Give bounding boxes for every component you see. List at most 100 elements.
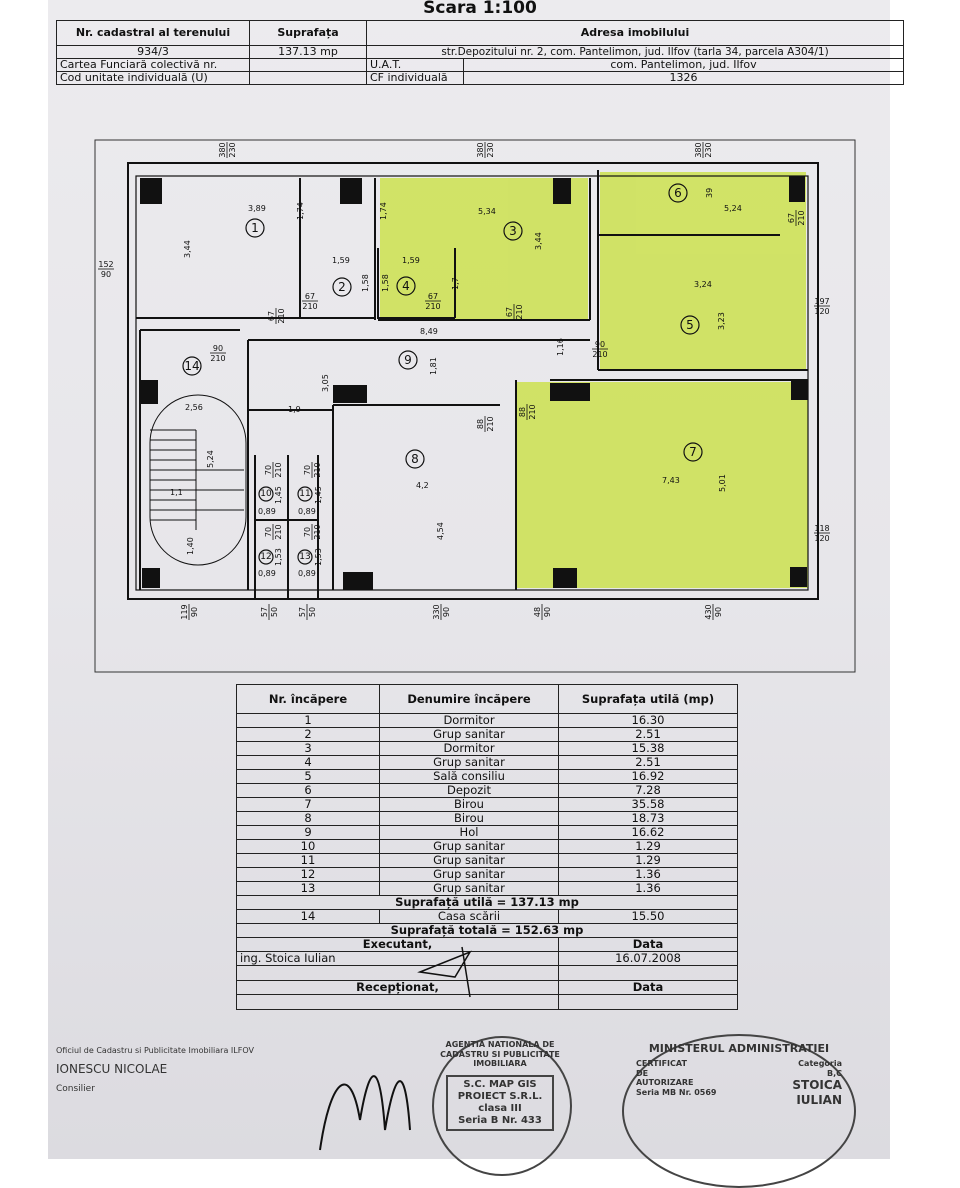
dimension-label: 1,74 bbox=[379, 202, 388, 220]
svg-text:118: 118 bbox=[814, 524, 829, 533]
room-name: Grup sanitar bbox=[379, 839, 559, 854]
svg-text:70: 70 bbox=[303, 527, 312, 537]
svg-text:67: 67 bbox=[505, 307, 514, 317]
svg-text:90: 90 bbox=[101, 270, 111, 279]
svg-text:119: 119 bbox=[180, 604, 189, 619]
svg-text:380: 380 bbox=[476, 142, 485, 157]
room-area: 7.28 bbox=[558, 783, 738, 798]
svg-text:120: 120 bbox=[814, 534, 829, 543]
svg-text:50: 50 bbox=[270, 607, 279, 617]
scale-title: Scara 1:100 bbox=[423, 0, 537, 18]
svg-text:4: 4 bbox=[402, 279, 410, 293]
room-name: Hol bbox=[379, 825, 559, 840]
room-area: 1.29 bbox=[558, 853, 738, 868]
svg-text:57: 57 bbox=[260, 607, 269, 617]
col-room-name: Denumire încăpere bbox=[379, 684, 559, 714]
svg-text:380: 380 bbox=[694, 142, 703, 157]
dimension-label: 8,49 bbox=[420, 327, 438, 336]
dimension-label: 1,9 bbox=[288, 405, 301, 414]
dimension-label: 3,05 bbox=[321, 374, 330, 392]
room-number-8: 8 bbox=[405, 449, 425, 469]
svg-text:11: 11 bbox=[299, 489, 310, 499]
svg-text:13: 13 bbox=[299, 552, 310, 562]
svg-text:210: 210 bbox=[515, 304, 524, 319]
executant-label: Executant, bbox=[236, 937, 559, 952]
svg-text:67: 67 bbox=[267, 311, 276, 321]
room-area: 1.36 bbox=[558, 867, 738, 882]
svg-text:90: 90 bbox=[442, 607, 451, 617]
svg-text:3: 3 bbox=[509, 224, 517, 238]
svg-text:120: 120 bbox=[814, 307, 829, 316]
svg-text:210: 210 bbox=[277, 308, 286, 323]
ministry-stamp: MINISTERUL ADMINISTRATIEI CERTIFICAT DE … bbox=[636, 1042, 842, 1107]
svg-text:210: 210 bbox=[486, 416, 495, 431]
svg-text:5: 5 bbox=[686, 318, 694, 332]
room-number-14: 14 bbox=[182, 356, 202, 376]
room-number-7: 7 bbox=[683, 442, 703, 462]
dimension-label: 1,16 bbox=[556, 338, 565, 356]
svg-text:230: 230 bbox=[704, 142, 713, 157]
svg-text:12: 12 bbox=[260, 552, 271, 562]
svg-text:330: 330 bbox=[432, 604, 441, 619]
room-number-4: 4 bbox=[396, 276, 416, 296]
svg-text:70: 70 bbox=[264, 465, 273, 475]
room-name: Dormitor bbox=[379, 741, 559, 756]
room-number-12: 12 bbox=[258, 549, 274, 565]
dimension-label: 7,43 bbox=[662, 476, 680, 485]
svg-text:90: 90 bbox=[213, 344, 223, 353]
room-area: 2.51 bbox=[558, 727, 738, 742]
dimension-label: 4,2 bbox=[416, 481, 429, 490]
dimension-label: 1,53 bbox=[274, 548, 283, 566]
svg-text:67: 67 bbox=[305, 292, 315, 301]
room-number-5: 5 bbox=[680, 315, 700, 335]
cf-individual-value: 1326 bbox=[463, 71, 904, 85]
room-area: 16.30 bbox=[558, 713, 738, 728]
room-nr: 6 bbox=[236, 783, 380, 798]
room-nr: 11 bbox=[236, 853, 380, 868]
cf-collective-label: Cartea Funciară colectivă nr. bbox=[56, 58, 250, 72]
room-area: 15.38 bbox=[558, 741, 738, 756]
svg-text:70: 70 bbox=[303, 465, 312, 475]
useful-total: Suprafață utilă = 137.13 mp bbox=[236, 895, 738, 910]
dimension-label: 1,45 bbox=[274, 486, 283, 504]
svg-text:70: 70 bbox=[264, 527, 273, 537]
svg-text:210: 210 bbox=[313, 462, 322, 477]
room-area: 16.62 bbox=[558, 825, 738, 840]
room-number-10: 10 bbox=[258, 486, 274, 502]
svg-text:210: 210 bbox=[425, 302, 440, 311]
stair-name: Casa scării bbox=[379, 909, 559, 924]
svg-text:430: 430 bbox=[704, 604, 713, 619]
dimension-label: 0,89 bbox=[298, 507, 316, 516]
unit-code-label: Cod unitate individuală (U) bbox=[56, 71, 250, 85]
svg-text:210: 210 bbox=[313, 524, 322, 539]
dimension-label: 3,89 bbox=[248, 204, 266, 213]
svg-text:90: 90 bbox=[714, 607, 723, 617]
dimension-label: 1,1 bbox=[170, 488, 183, 497]
plan-frame bbox=[94, 139, 856, 673]
svg-text:57: 57 bbox=[298, 607, 307, 617]
svg-text:6: 6 bbox=[674, 186, 682, 200]
date-label: Data bbox=[558, 937, 738, 952]
room-number-2: 2 bbox=[332, 277, 352, 297]
received-date-label: Data bbox=[558, 980, 738, 995]
svg-text:9: 9 bbox=[404, 353, 412, 367]
room-nr: 1 bbox=[236, 713, 380, 728]
room-area: 35.58 bbox=[558, 797, 738, 812]
room-name: Depozit bbox=[379, 783, 559, 798]
